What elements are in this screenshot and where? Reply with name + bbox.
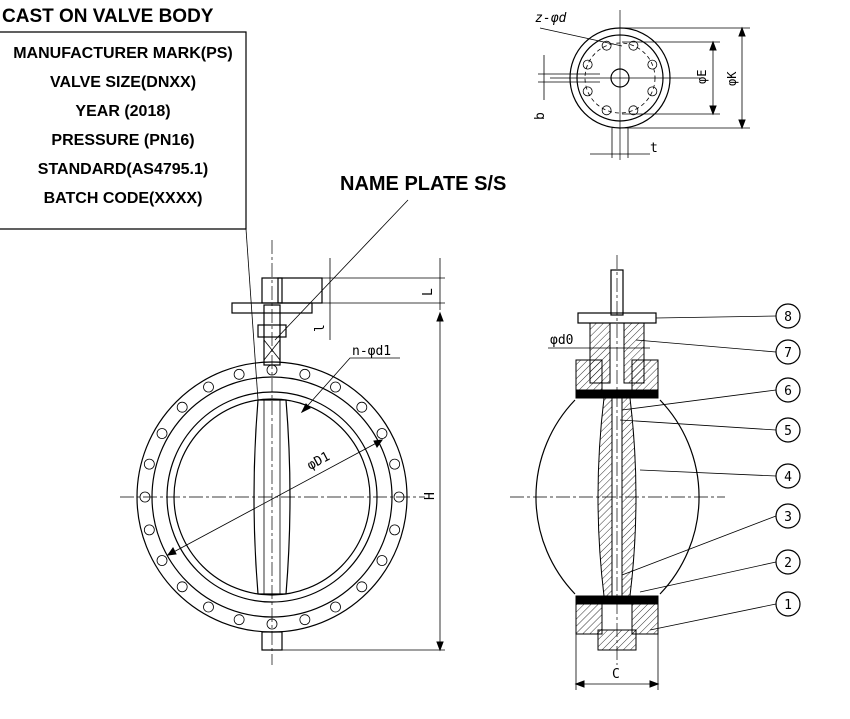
part-number: 5	[784, 424, 792, 439]
dim-D1: φD1	[305, 449, 333, 473]
cast-line-6: BATCH CODE(XXXX)	[44, 190, 203, 207]
part-balloon	[775, 417, 801, 443]
flange-bolt-hole	[582, 59, 593, 70]
part-balloon	[775, 463, 801, 489]
name-plate-label: NAME PLATE S/S	[340, 173, 506, 195]
bolt-hole	[156, 428, 168, 439]
part-balloon	[775, 591, 801, 617]
bolt-hole	[356, 581, 368, 593]
bolt-hole	[156, 555, 168, 566]
cast-line-2: VALVE SIZE(DNXX)	[50, 74, 196, 91]
bolt-hole	[376, 428, 388, 439]
bolt-hole	[233, 614, 245, 626]
flange-bolt-hole	[601, 105, 612, 116]
part-balloon	[775, 549, 801, 575]
nameplate-marking	[263, 339, 281, 361]
part-number: 2	[784, 556, 792, 571]
bolt-hole	[203, 601, 214, 613]
bolt-hole	[139, 491, 151, 503]
bolt-hole	[143, 458, 155, 470]
part-balloon	[775, 339, 801, 365]
cast-line-1: MANUFACTURER MARK(PS)	[13, 45, 233, 62]
dim-b: b	[533, 112, 548, 120]
part-number: 1	[784, 598, 792, 613]
balloon-leader	[619, 419, 777, 431]
balloon-leader	[621, 515, 777, 576]
bolt-hole	[389, 524, 401, 536]
dim-H: H	[423, 492, 438, 500]
dim-z-d: z-φd	[535, 11, 566, 26]
flange-bolt-hole	[628, 105, 639, 116]
dim-l: l	[313, 324, 328, 332]
front-view: n-φd1 φD1 L l H	[120, 240, 445, 665]
bolt-hole	[266, 618, 278, 630]
part-balloon	[775, 377, 801, 403]
part-balloons: 8 7 6 5 4 3 2 1	[619, 303, 801, 631]
balloon-leader	[655, 315, 777, 319]
cast-line-3: YEAR (2018)	[75, 103, 170, 120]
body-bolt-holes	[139, 364, 405, 630]
bolt-hole	[299, 614, 311, 626]
section-view: φd0 C 8 7 6 5 4 3 2 1	[510, 255, 801, 690]
part-number: 3	[784, 510, 792, 525]
cast-line-4: PRESSURE (PN16)	[51, 132, 194, 149]
part-number: 6	[784, 384, 792, 399]
flange-bolt-hole	[647, 59, 658, 70]
bolt-hole	[176, 401, 188, 413]
balloon-leader	[639, 469, 777, 477]
dim-t: t	[650, 141, 658, 156]
bolt-hole	[376, 555, 388, 566]
flange-bolt-hole	[647, 86, 658, 97]
balloon-leader	[649, 603, 777, 631]
flange-bolt-hole	[582, 86, 593, 97]
bolt-hole	[299, 368, 311, 380]
name-plate-leader	[274, 199, 409, 341]
part-balloon	[775, 503, 801, 529]
part-number: 8	[784, 310, 792, 325]
bolt-hole	[176, 581, 188, 593]
bolt-hole	[356, 401, 368, 413]
dim-E: φE	[695, 70, 709, 84]
dim-L: L	[421, 288, 436, 296]
part-number: 4	[784, 470, 792, 485]
bolt-hole	[143, 524, 155, 536]
bolt-hole	[330, 381, 341, 393]
balloon-leader	[621, 389, 777, 411]
dim-n-d1: n-φd1	[352, 344, 391, 359]
flange-bolt-hole	[628, 40, 639, 51]
dim-C: C	[612, 667, 620, 682]
cast-line-5: STANDARD(AS4795.1)	[38, 161, 208, 178]
flange-detail-view: z-φd φE φK b t	[533, 10, 750, 160]
bolt-hole	[330, 601, 341, 613]
dim-d0: φd0	[550, 333, 573, 348]
bolt-hole	[203, 381, 214, 393]
dim-K: φK	[725, 71, 739, 86]
bolt-hole	[389, 458, 401, 470]
balloon-leader	[635, 339, 777, 353]
name-plate-callout: NAME PLATE S/S	[274, 173, 506, 341]
flange-bolt-hole	[601, 40, 612, 51]
cast-box-title: CAST ON VALVE BODY	[2, 6, 214, 27]
cast-leader	[245, 228, 259, 401]
part-number: 7	[784, 346, 792, 361]
balloon-leader	[639, 561, 777, 593]
cast-marking-box: CAST ON VALVE BODY MANUFACTURER MARK(PS)…	[0, 6, 259, 401]
part-balloon	[775, 303, 801, 329]
bolt-hole	[233, 368, 245, 380]
flange-bolt-holes	[582, 40, 658, 116]
bolt-hole	[393, 491, 405, 503]
